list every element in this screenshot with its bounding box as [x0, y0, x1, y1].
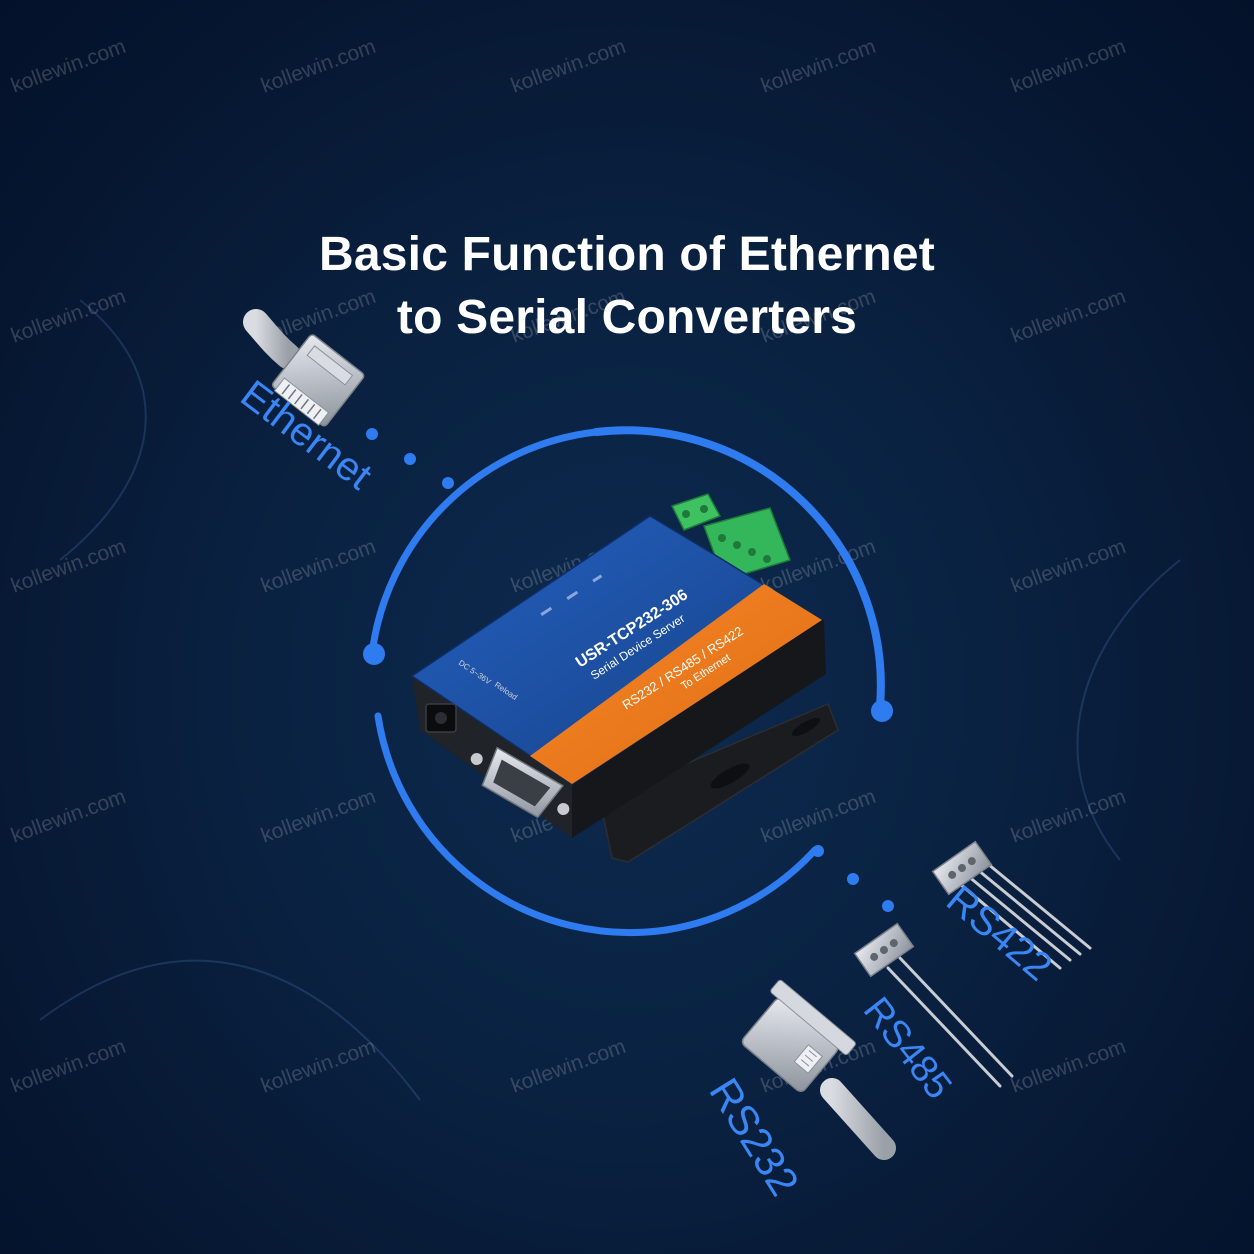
rs422-label: RS422 — [938, 877, 1060, 989]
ring-node-right — [871, 700, 893, 722]
serial-connector-dots — [812, 845, 894, 912]
db9-port — [470, 746, 570, 819]
rs232-label: RS232 — [700, 1070, 808, 1204]
serial-device-server: USR-TCP232-306 Serial Device Server RS23… — [410, 493, 839, 863]
title-line-1: Basic Function of Ethernet — [319, 228, 935, 281]
background-glow — [39, 299, 1181, 1101]
connection-ring — [368, 426, 885, 937]
title-line-2: to Serial Converters — [396, 291, 858, 344]
ring-node-left — [363, 643, 385, 665]
rs485-label: RS485 — [855, 990, 960, 1107]
rs232-connector-icon — [741, 979, 896, 1160]
ethernet-rj45-icon — [243, 309, 365, 427]
rs422-terminal-icon — [931, 840, 1092, 970]
rs485-terminal-icon — [853, 922, 1014, 1088]
ethernet-connector-dots — [366, 428, 454, 489]
